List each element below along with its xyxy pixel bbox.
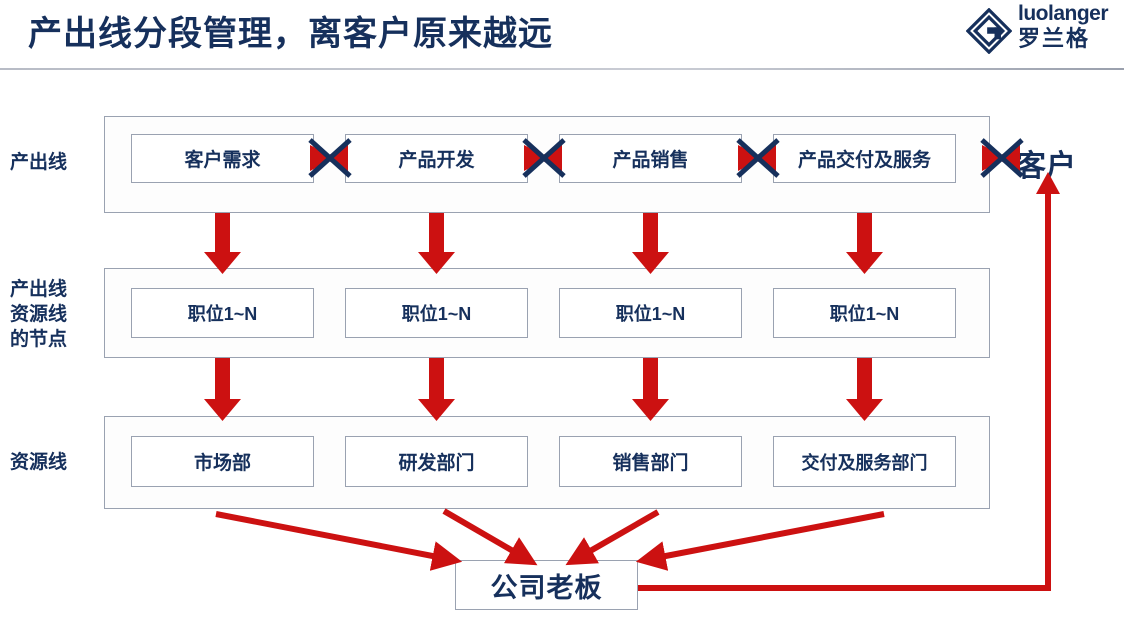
row-label-line: 的节点 — [10, 329, 68, 350]
node-product-delivery-service[interactable]: 产品交付及服务 — [773, 134, 956, 183]
row-label-line: 产出线 — [10, 152, 68, 173]
node-position-1[interactable]: 职位1~N — [131, 288, 314, 338]
node-product-development[interactable]: 产品开发 — [345, 134, 528, 183]
page-title: 产出线分段管理，离客户原来越远 — [28, 15, 553, 53]
red-arrow-to-boss-icon — [215, 511, 463, 571]
red-down-arrow-icon — [632, 358, 669, 421]
red-down-arrow-icon — [418, 213, 455, 274]
row-label-line: 资源线 — [10, 304, 68, 325]
node-sales-dept[interactable]: 销售部门 — [559, 436, 742, 487]
node-delivery-service-dept[interactable]: 交付及服务部门 — [773, 436, 956, 487]
row-label-line: 资源线 — [10, 452, 68, 473]
node-customer-demand[interactable]: 客户需求 — [131, 134, 314, 183]
logo-text-cn: 罗兰格 — [1018, 26, 1091, 51]
red-down-arrow-icon — [204, 213, 241, 274]
node-position-2[interactable]: 职位1~N — [345, 288, 528, 338]
red-down-arrow-icon — [632, 213, 669, 274]
red-down-arrow-icon — [846, 358, 883, 421]
row-label-line: 产出线 — [10, 279, 68, 300]
red-down-arrow-icon — [418, 358, 455, 421]
diamond-g-logo-icon — [966, 8, 1012, 54]
node-product-sales[interactable]: 产品销售 — [559, 134, 742, 183]
red-arrow-to-boss-icon — [442, 508, 538, 566]
row-label-output-resource-nodes: 产出线 资源线 的节点 — [10, 277, 102, 352]
node-position-4[interactable]: 职位1~N — [773, 288, 956, 338]
logo-text-en: luolanger — [1018, 2, 1109, 25]
red-arrow-to-boss-icon — [565, 509, 660, 566]
node-company-boss[interactable]: 公司老板 — [455, 560, 638, 610]
logo-wordmark: luolanger 罗兰格 — [1018, 2, 1118, 51]
brand-logo: luolanger 罗兰格 — [966, 2, 1118, 58]
red-down-arrow-icon-set-2 — [204, 358, 883, 421]
node-position-3[interactable]: 职位1~N — [559, 288, 742, 338]
header-divider — [0, 68, 1124, 70]
red-arrow-to-boss-icon — [635, 511, 885, 571]
row-label-resource-line: 资源线 — [10, 450, 102, 475]
red-arrow-boss-to-customer-icon — [638, 172, 1060, 591]
slide-header: 产出线分段管理，离客户原来越远 luolanger 罗兰格 — [0, 0, 1124, 70]
red-arrow-to-boss-icon-set — [215, 508, 885, 571]
red-down-arrow-icon — [204, 358, 241, 421]
label-customer: 客户 — [1016, 150, 1076, 183]
node-marketing-dept[interactable]: 市场部 — [131, 436, 314, 487]
red-down-arrow-icon — [846, 213, 883, 274]
red-down-arrow-icon-set-1 — [204, 213, 883, 274]
node-rnd-dept[interactable]: 研发部门 — [345, 436, 528, 487]
row-label-output-line: 产出线 — [10, 150, 102, 175]
